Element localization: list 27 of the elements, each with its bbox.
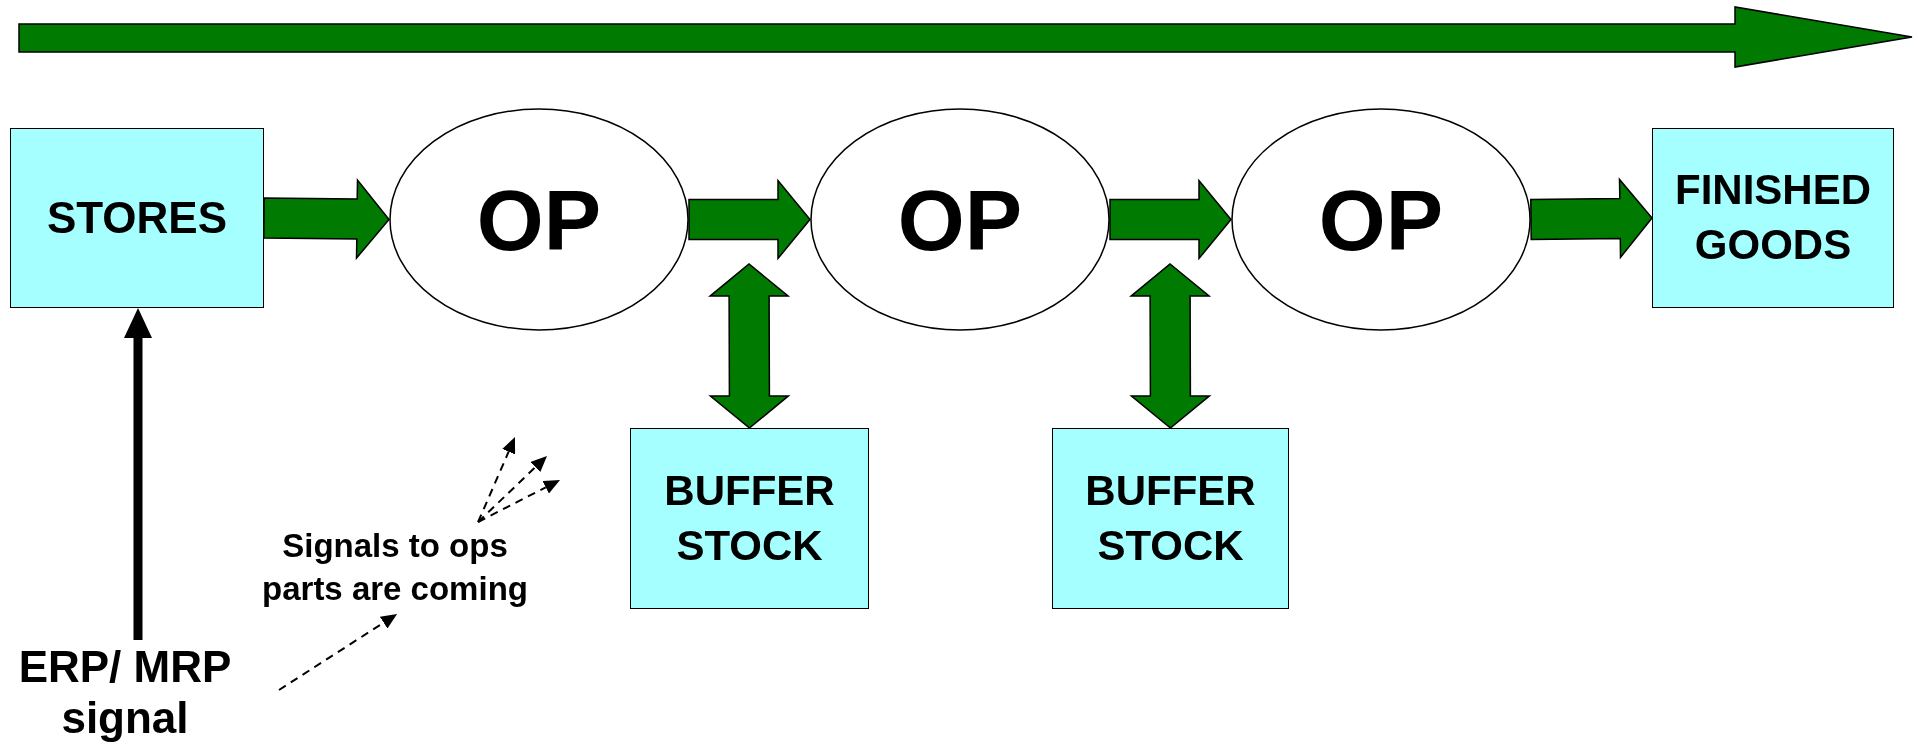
block-arrow bbox=[263, 178, 390, 261]
operation-ellipse bbox=[389, 108, 689, 331]
node-label: STORES bbox=[46, 192, 228, 244]
dashed-arrow bbox=[477, 437, 516, 523]
stock-box bbox=[630, 428, 869, 609]
signal-arrow bbox=[124, 308, 152, 640]
block-arrow bbox=[688, 178, 811, 261]
operation-ellipse bbox=[810, 108, 1110, 331]
node-label: OP bbox=[1318, 176, 1444, 263]
node-label: Signals to ops parts are coming bbox=[261, 526, 529, 609]
dashed-arrow bbox=[477, 456, 547, 523]
stock-box bbox=[10, 128, 264, 308]
stock-box bbox=[1052, 428, 1289, 609]
dashed-arrow bbox=[477, 480, 560, 523]
block-arrow bbox=[1530, 177, 1653, 260]
stock-box bbox=[1652, 128, 1894, 308]
double-block-arrow bbox=[708, 263, 791, 429]
block-arrow bbox=[1109, 178, 1232, 261]
node-label: BUFFER STOCK bbox=[663, 465, 836, 571]
node-label: FINISHED GOODS bbox=[1674, 165, 1872, 270]
node-label: OP bbox=[476, 176, 602, 263]
double-block-arrow bbox=[1129, 263, 1212, 429]
node-label: BUFFER STOCK bbox=[1084, 465, 1257, 571]
node-label: OP bbox=[897, 176, 1023, 263]
node-label: ERP/ MRP signal bbox=[17, 641, 233, 744]
dashed-arrow bbox=[278, 614, 398, 691]
operation-ellipse bbox=[1231, 108, 1531, 331]
